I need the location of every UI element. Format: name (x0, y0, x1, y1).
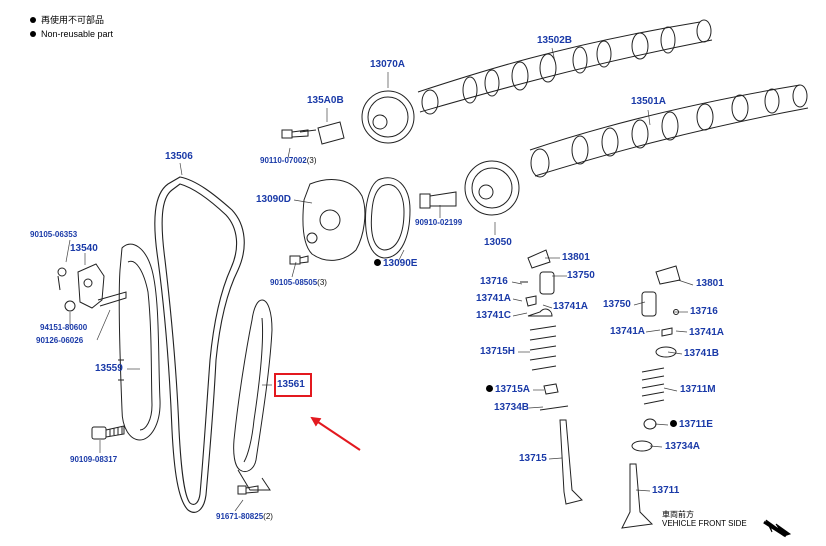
part-label-13070A[interactable]: 13070A (370, 59, 406, 70)
part-label-13716-intake[interactable]: 13716 (480, 276, 508, 287)
bolt-90110-07002 (281, 129, 309, 139)
part-label-135A0B[interactable]: 135A0B (307, 95, 344, 106)
housing-13090D (302, 179, 366, 261)
legend-line-en: Non-reusable part (30, 30, 113, 39)
part-label-13090E[interactable]: 13090E (374, 259, 417, 269)
part-label-13741C[interactable]: 13741C (476, 310, 512, 321)
part-label-13711[interactable]: 13711 (652, 485, 680, 496)
part-label-13501A[interactable]: 13501A (631, 96, 667, 107)
part-label-13090D[interactable]: 13090D (256, 194, 292, 205)
bullet-icon (30, 17, 36, 23)
valvetrain-intake (520, 249, 583, 505)
part-label-13801-exhaust[interactable]: 13801 (696, 278, 724, 289)
bolt-90910-02199 (419, 191, 457, 209)
part-label-13741B[interactable]: 13741B (684, 348, 720, 359)
part-label-13716-exhaust[interactable]: 13716 (690, 306, 718, 317)
part-label-90109-08317[interactable]: 90109-08317 (70, 455, 118, 464)
vvt-13050 (464, 160, 520, 216)
part-label-13561[interactable]: 13561 (277, 379, 305, 390)
part-label-13801-intake[interactable]: 13801 (562, 252, 590, 263)
ocv-135A0B (299, 121, 345, 145)
non-reusable-dot-icon (486, 385, 493, 392)
part-label-13711M[interactable]: 13711M (680, 384, 716, 395)
part-label-13715A[interactable]: 13715A (486, 385, 530, 395)
gasket-13090E (365, 177, 411, 259)
tensioner-13540 (57, 263, 127, 312)
part-label-13750-intake[interactable]: 13750 (567, 270, 595, 281)
bolt-91671-80825 (237, 485, 259, 495)
bolt-90105-08505 (289, 255, 309, 265)
part-label-13050[interactable]: 13050 (484, 237, 512, 248)
non-reusable-dot-icon (670, 420, 677, 427)
highlight-box-13561 (274, 373, 312, 397)
camshaft-13501A (529, 84, 809, 178)
part-label-13559[interactable]: 13559 (95, 363, 123, 374)
timing-chain-13506 (154, 176, 245, 513)
valvetrain-exhaust (621, 265, 681, 529)
vvt-13070A (361, 90, 415, 144)
part-label-13741A-intake-left[interactable]: 13741A (476, 293, 512, 304)
part-label-13734A[interactable]: 13734A (665, 441, 701, 452)
highlight-arrow (310, 416, 361, 451)
bullet-icon (30, 31, 36, 37)
part-label-90126-06026[interactable]: 90126-06026 (36, 336, 84, 345)
chain-guide-13559 (118, 243, 161, 441)
part-label-13715H[interactable]: 13715H (480, 346, 516, 357)
non-reusable-dot-icon (374, 259, 381, 266)
part-label-90105-08505[interactable]: 90105-08505(3) (270, 278, 327, 287)
part-label-13502B[interactable]: 13502B (537, 35, 573, 46)
part-label-13540[interactable]: 13540 (70, 243, 98, 254)
vehicle-front-arrow-icon (763, 519, 792, 538)
part-label-13750-exhaust[interactable]: 13750 (603, 299, 631, 310)
part-label-13741A-intake-right[interactable]: 13741A (553, 301, 589, 312)
part-label-13715[interactable]: 13715 (519, 453, 547, 464)
chain-guide-13561 (233, 299, 273, 491)
bolt-90109-08317 (91, 425, 125, 440)
part-label-13734B[interactable]: 13734B (494, 402, 530, 413)
part-label-13741A-exhaust-right[interactable]: 13741A (689, 327, 725, 338)
part-label-13741A-exhaust-left[interactable]: 13741A (610, 326, 646, 337)
part-label-94151-80600[interactable]: 94151-80600 (40, 323, 88, 332)
part-label-90910-02199[interactable]: 90910-02199 (415, 218, 463, 227)
part-label-91671-80825[interactable]: 91671-80825(2) (216, 512, 273, 521)
part-label-90105-06353[interactable]: 90105-06353 (30, 230, 78, 239)
part-label-13506[interactable]: 13506 (165, 151, 193, 162)
part-label-90110-07002[interactable]: 90110-07002(3) (260, 156, 317, 165)
camshaft-13502B (417, 19, 713, 115)
legend-line-jp: 再使用不可部品 (30, 16, 104, 25)
part-label-13711E[interactable]: 13711E (670, 420, 713, 430)
vehicle-front-label: 車両前方 VEHICLE FRONT SIDE (662, 510, 747, 529)
